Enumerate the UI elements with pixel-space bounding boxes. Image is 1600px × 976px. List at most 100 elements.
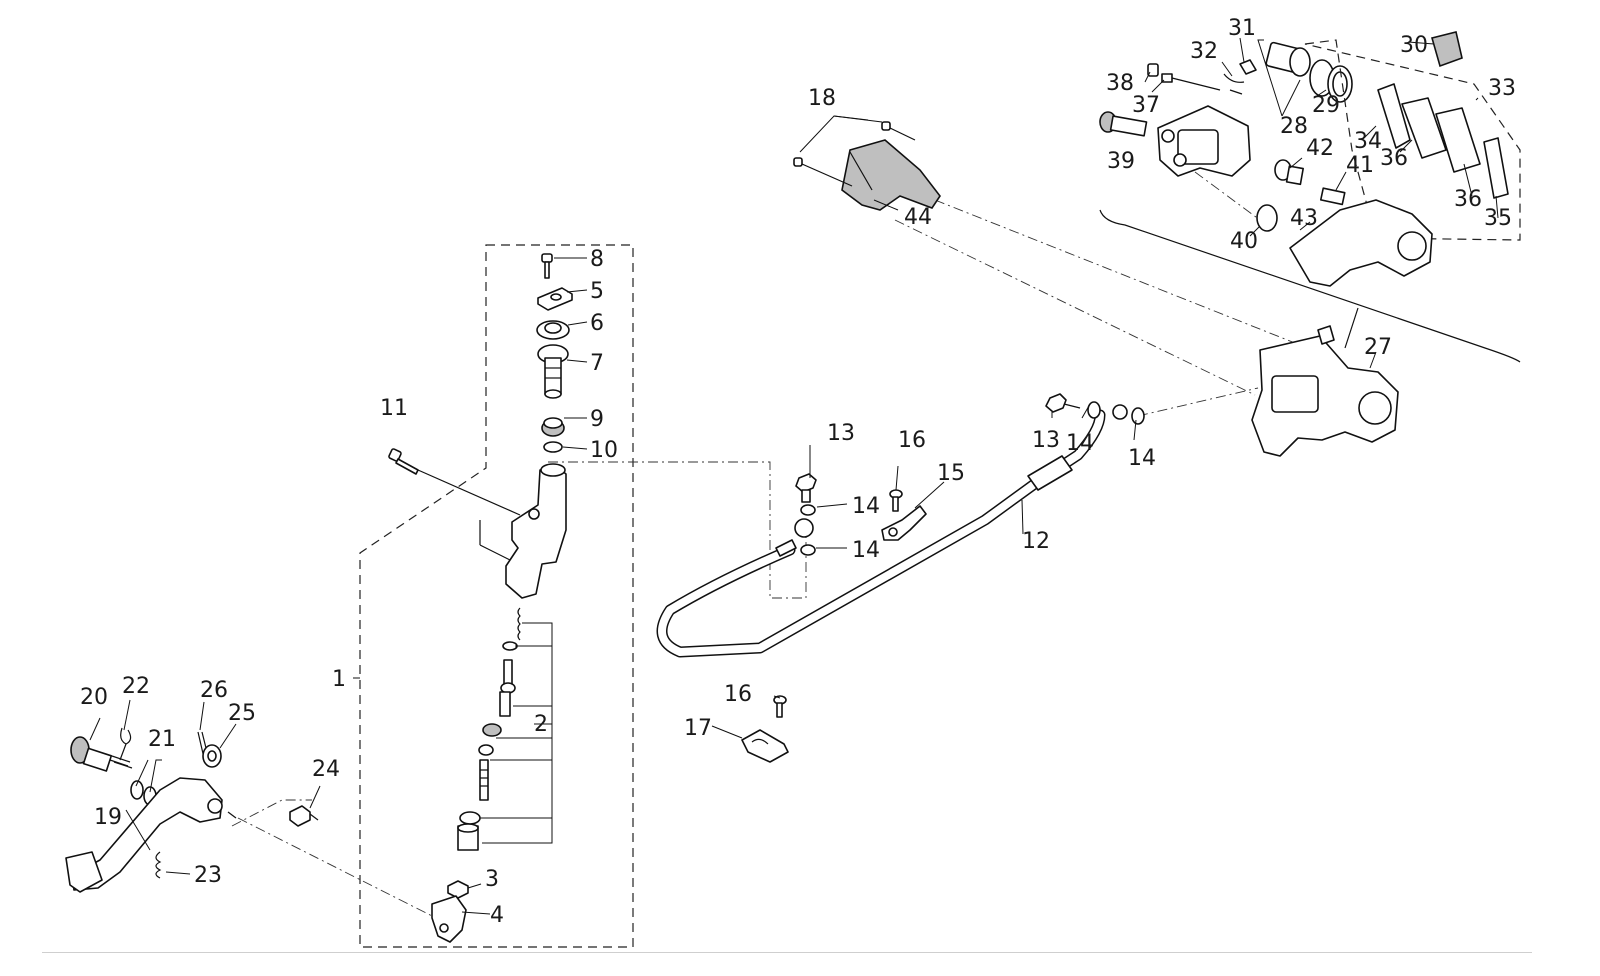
spring-clip-22 [119,727,132,761]
washers-14-right [1087,401,1145,425]
bolt-8 [541,253,553,279]
caliper-body-exploded [1157,105,1251,177]
callout-23: 23 [194,863,222,888]
callout-36-b: 36 [1454,187,1482,212]
brake-pedal-19 [65,777,237,893]
washer-25 [202,744,222,768]
callout-21: 21 [148,727,176,752]
caliper-27 [1251,325,1399,457]
hose-clamp-17 [741,729,789,763]
washers-14-left [800,504,816,556]
callout-19: 19 [94,805,122,830]
callout-14-a: 14 [852,494,880,519]
pad-kit-33 [1304,39,1521,241]
callout-14-c: 14 [1066,431,1094,456]
callout-11: 11 [380,396,408,421]
brake-hose-12 [656,404,1128,658]
callout-14-b: 14 [852,538,880,563]
hose-guide-15 [881,505,927,541]
callout-30: 30 [1400,33,1428,58]
callout-39: 39 [1107,149,1135,174]
pin-39 [1099,111,1148,137]
seals-29 [1309,59,1353,103]
callout-15: 15 [937,461,965,486]
callout-4: 4 [490,903,504,928]
pin-42 [1274,159,1304,186]
banjo-bolt-13-right [1045,393,1081,413]
callout-6: 6 [590,311,604,336]
callout-40: 40 [1230,229,1258,254]
callout-17: 17 [684,716,712,741]
callout-9: 9 [590,407,604,432]
leader-lines [89,37,1499,915]
pin-41 [1319,187,1346,206]
callout-38: 38 [1106,71,1134,96]
callout-20: 20 [80,685,108,710]
callout-24: 24 [312,757,340,782]
callout-22: 22 [122,674,150,699]
assembly-lines [231,171,1301,921]
callout-12: 12 [1022,529,1050,554]
callout-13-right: 13 [1032,428,1060,453]
caliper-bracket-43 [1289,199,1433,287]
callout-5: 5 [590,279,604,304]
callout-37: 37 [1132,93,1160,118]
spring-23 [155,851,162,879]
callout-41: 41 [1346,153,1374,178]
callout-18: 18 [808,86,836,111]
callout-2: 2 [534,712,548,737]
callout-31: 31 [1228,16,1256,41]
callout-7: 7 [590,351,604,376]
pin-37 [1161,73,1221,91]
callout-8: 8 [590,247,604,272]
clip-10 [543,441,563,453]
callout-42: 42 [1306,136,1334,161]
bleeder-31 [1239,59,1257,75]
callout-28: 28 [1280,114,1308,139]
callout-33: 33 [1488,76,1516,101]
callout-34: 34 [1354,129,1382,154]
callout-13-left: 13 [827,421,855,446]
callout-25: 25 [228,701,256,726]
callout-29: 29 [1312,93,1340,118]
spring-32 [1223,73,1245,95]
banjo-bolt-13-left [795,473,817,503]
callout-1: 1 [332,667,346,692]
screw-16-upper [889,489,903,512]
callout-14-d: 14 [1128,446,1156,471]
footer-divider [42,952,1532,953]
bolt-11 [388,448,521,516]
piston-28 [1265,41,1311,77]
master-cylinder-group-box [359,244,634,948]
callout-44: 44 [904,205,932,230]
callout-16-upper: 16 [898,428,926,453]
diaphragm-6 [536,320,570,340]
callout-26: 26 [200,678,228,703]
callout-27: 27 [1364,335,1392,360]
callout-3: 3 [485,867,499,892]
piston-kit-2 [457,607,553,851]
clevis-pin-24 [289,805,319,827]
callout-10: 10 [590,438,618,463]
callouts: 8 5 6 7 9 10 11 1 2 3 4 13 14 14 16 15 1… [80,16,1516,928]
callout-32: 32 [1190,39,1218,64]
cap-5 [537,287,573,311]
clevis-4 [431,895,467,943]
boot-9 [541,417,565,437]
nut-3 [447,880,469,899]
caliper-explode-bracket [1099,209,1521,363]
boot-40 [1256,204,1278,232]
callout-36-a: 36 [1380,146,1408,171]
master-cylinder-body [479,463,567,599]
pivot-bolt-20 [70,736,133,772]
bleeder-38 [1147,63,1159,77]
reservoir-7 [537,344,569,399]
screw-16-lower [773,695,787,718]
bolts-18 [793,121,916,187]
callout-43: 43 [1290,206,1318,231]
caliper-mount-44 [841,139,941,211]
pad-spring-30 [1431,31,1463,68]
callout-35: 35 [1484,206,1512,231]
callout-16-lower: 16 [724,682,752,707]
